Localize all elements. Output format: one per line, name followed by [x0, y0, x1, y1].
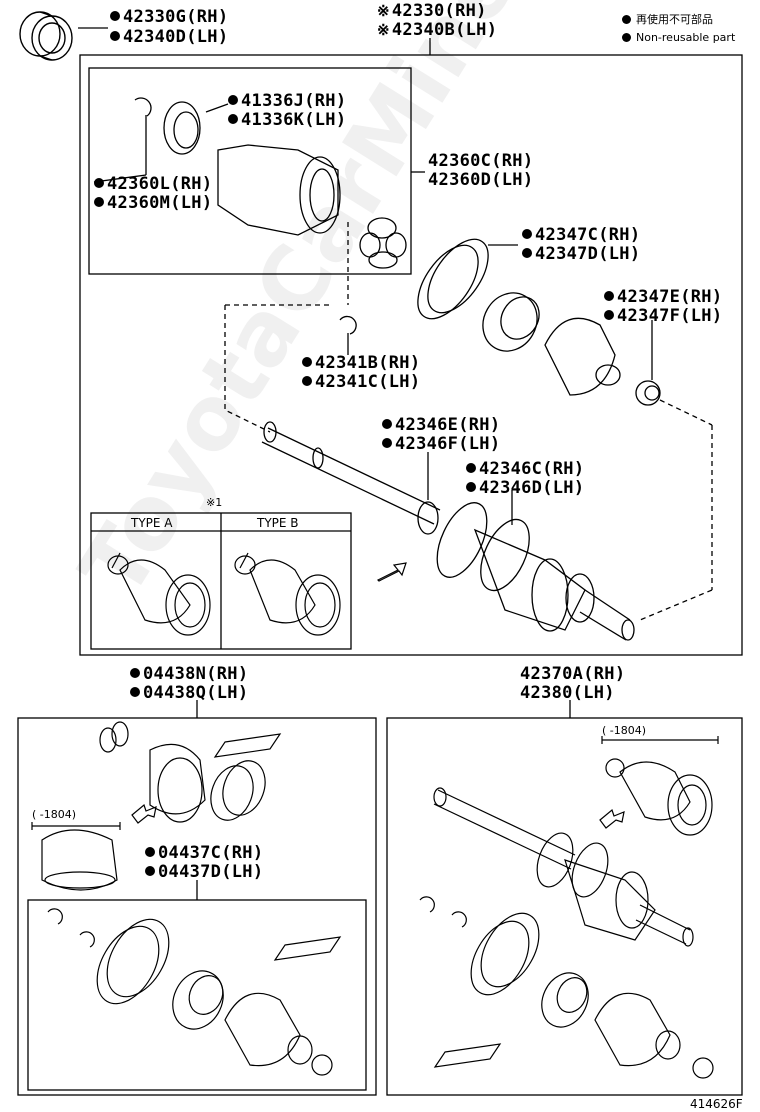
- label-42330: ※42330(RH): [377, 1, 487, 21]
- label-42360l: 42360L(RH): [94, 175, 212, 194]
- label-42347d: 42347D(LH): [522, 245, 640, 264]
- diagram-id: 414626F: [690, 1097, 743, 1111]
- label-42380: 42380(LH): [520, 683, 615, 703]
- inner-joint-frame: [88, 67, 412, 275]
- non-reusable-dot-icon: [622, 33, 631, 42]
- legend-en: Non-reusable part: [622, 31, 735, 45]
- label-kome1: ※1: [206, 496, 223, 509]
- label-42340b: ※42340B(LH): [377, 20, 498, 40]
- label-42360m: 42360M(LH): [94, 194, 212, 213]
- label-04438q: 04438Q(LH): [130, 684, 248, 703]
- label-42346c: 42346C(RH): [466, 460, 584, 479]
- left-kit-frame: [17, 717, 377, 1096]
- label-type-b: TYPE B: [257, 516, 299, 530]
- label-41336j: 41336J(RH): [228, 92, 346, 111]
- left-kit-inner-frame: [27, 899, 367, 1091]
- legend-jp: 再使用不可部品: [622, 13, 713, 27]
- label-42330g: 42330G(RH): [110, 8, 228, 27]
- label-42347e: 42347E(RH): [604, 288, 722, 307]
- non-reusable-dot-icon: [622, 15, 631, 24]
- label-42360c: 42360C(RH): [428, 151, 534, 171]
- label-04437d: 04437D(LH): [145, 863, 263, 882]
- label-42341b: 42341B(RH): [302, 354, 420, 373]
- outer-boot-part: [19, 11, 73, 61]
- label-42360d: 42360D(LH): [428, 170, 534, 190]
- label-42346f: 42346F(LH): [382, 435, 500, 454]
- label-42347f: 42347F(LH): [604, 307, 722, 326]
- label-range-right: ( -1804): [602, 724, 647, 737]
- label-42340d: 42340D(LH): [110, 28, 228, 47]
- label-42370a: 42370A(RH): [520, 664, 626, 684]
- label-04438n: 04438N(RH): [130, 665, 248, 684]
- label-42341c: 42341C(LH): [302, 373, 420, 392]
- label-range-left: ( -1804): [32, 808, 77, 821]
- right-kit-frame: [386, 717, 743, 1096]
- label-42346d: 42346D(LH): [466, 479, 584, 498]
- label-42347c: 42347C(RH): [522, 226, 640, 245]
- label-04437c: 04437C(RH): [145, 844, 263, 863]
- label-type-a: TYPE A: [131, 516, 173, 530]
- label-41336k: 41336K(LH): [228, 111, 346, 130]
- main-frame: [79, 54, 743, 656]
- label-42346e: 42346E(RH): [382, 416, 500, 435]
